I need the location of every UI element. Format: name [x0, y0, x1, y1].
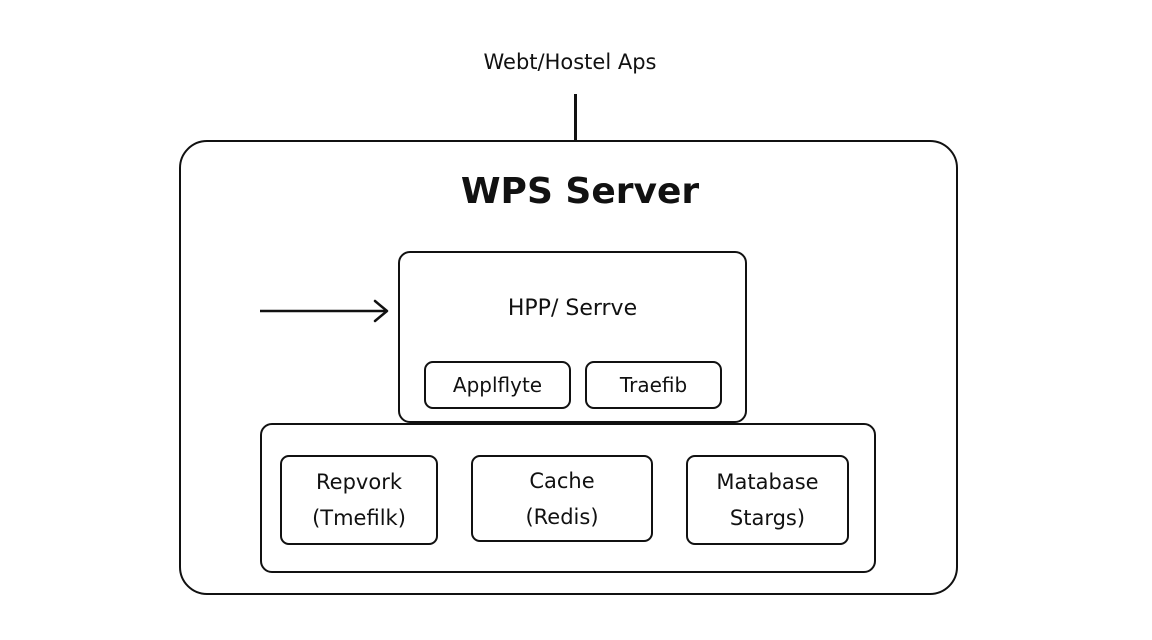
service-name: Matabase: [716, 470, 819, 494]
service-name: Repvork: [316, 470, 402, 494]
http-server-title: HPP/ Serrve: [507, 296, 638, 321]
http-component-applflyte: Applflyte: [424, 361, 571, 409]
service-detail: (Redis): [525, 504, 599, 529]
service-detail: Stargs): [729, 506, 806, 530]
http-server-box: [398, 251, 747, 423]
http-component-traefib: Traefib: [585, 361, 722, 409]
client-connector-line: [574, 94, 577, 142]
service-name: Cache: [529, 468, 595, 493]
service-detail: (Tmefilk): [312, 506, 406, 530]
service-cache: Cache (Redis): [471, 455, 653, 542]
client-label: Webt/Hostel Aps: [483, 50, 657, 74]
incoming-arrow-icon: [260, 299, 389, 323]
services-container: [260, 423, 876, 573]
component-label: Applflyte: [452, 373, 543, 397]
service-network: Repvork (Tmefilk): [280, 455, 438, 545]
component-label: Traefib: [619, 373, 688, 397]
server-container: [179, 140, 958, 595]
server-title: WPS Server: [460, 171, 700, 212]
service-database: Matabase Stargs): [686, 455, 849, 545]
